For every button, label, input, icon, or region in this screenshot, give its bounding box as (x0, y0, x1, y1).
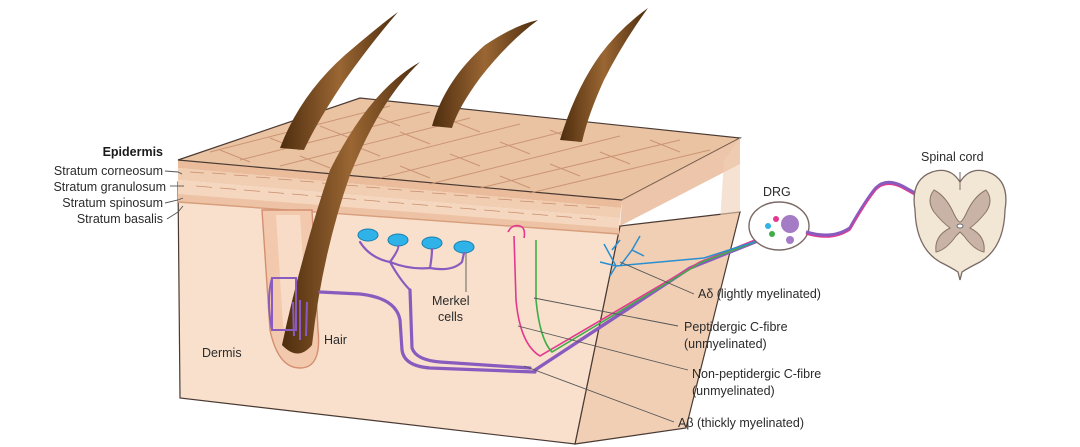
leader-lines (164, 170, 695, 423)
label-stratum-spinosum: Stratum spinosum (62, 196, 163, 210)
stratum-corneosum-band (178, 160, 622, 208)
label-dermis: Dermis (202, 346, 242, 360)
peptidergic-c-fibre (507, 224, 761, 357)
label-drg: DRG (763, 185, 791, 199)
label-a-beta: Aβ (thickly myelinated) (678, 416, 804, 430)
label-nonpeptidergic-line1: Non-peptidergic C-fibre (692, 367, 821, 381)
cord-grey-matter (929, 189, 991, 253)
stratum-spinosum-band (178, 180, 620, 228)
label-hair: Hair (324, 333, 347, 347)
label-peptidergic-line2: (unmyelinated) (684, 337, 767, 351)
spinal-cord (913, 169, 1007, 281)
hair-shaft-middle (432, 20, 538, 128)
a-delta-fibre (599, 235, 761, 277)
label-peptidergic-line1: Peptidergic C-fibre (684, 320, 788, 334)
label-stratum-granulosum: Stratum granulosum (53, 180, 166, 194)
nonpeptidergic-c-fibre (535, 239, 761, 354)
stratum-granulosum-band (178, 168, 621, 218)
stratum-basalis-band (178, 194, 619, 234)
hair-shaft-left (280, 12, 398, 150)
label-a-delta: Aδ (lightly myelinated) (698, 287, 821, 301)
label-merkel-line2: cells (438, 310, 463, 324)
label-stratum-corneosum: Stratum corneosum (54, 164, 163, 178)
epidermis-heading: Epidermis (103, 145, 163, 159)
label-nonpeptidergic-line2: (unmyelinated) (692, 384, 775, 398)
label-stratum-basalis: Stratum basalis (77, 212, 163, 226)
hair-shaft-right (560, 8, 648, 142)
drg-to-cord-fibre (805, 180, 921, 237)
drg (748, 201, 810, 251)
hair-follicle (261, 62, 420, 369)
hair-shaft-main (282, 62, 420, 354)
label-spinal-cord: Spinal cord (921, 150, 984, 164)
label-merkel-line1: Merkel (432, 294, 470, 308)
skin-block (177, 97, 743, 445)
